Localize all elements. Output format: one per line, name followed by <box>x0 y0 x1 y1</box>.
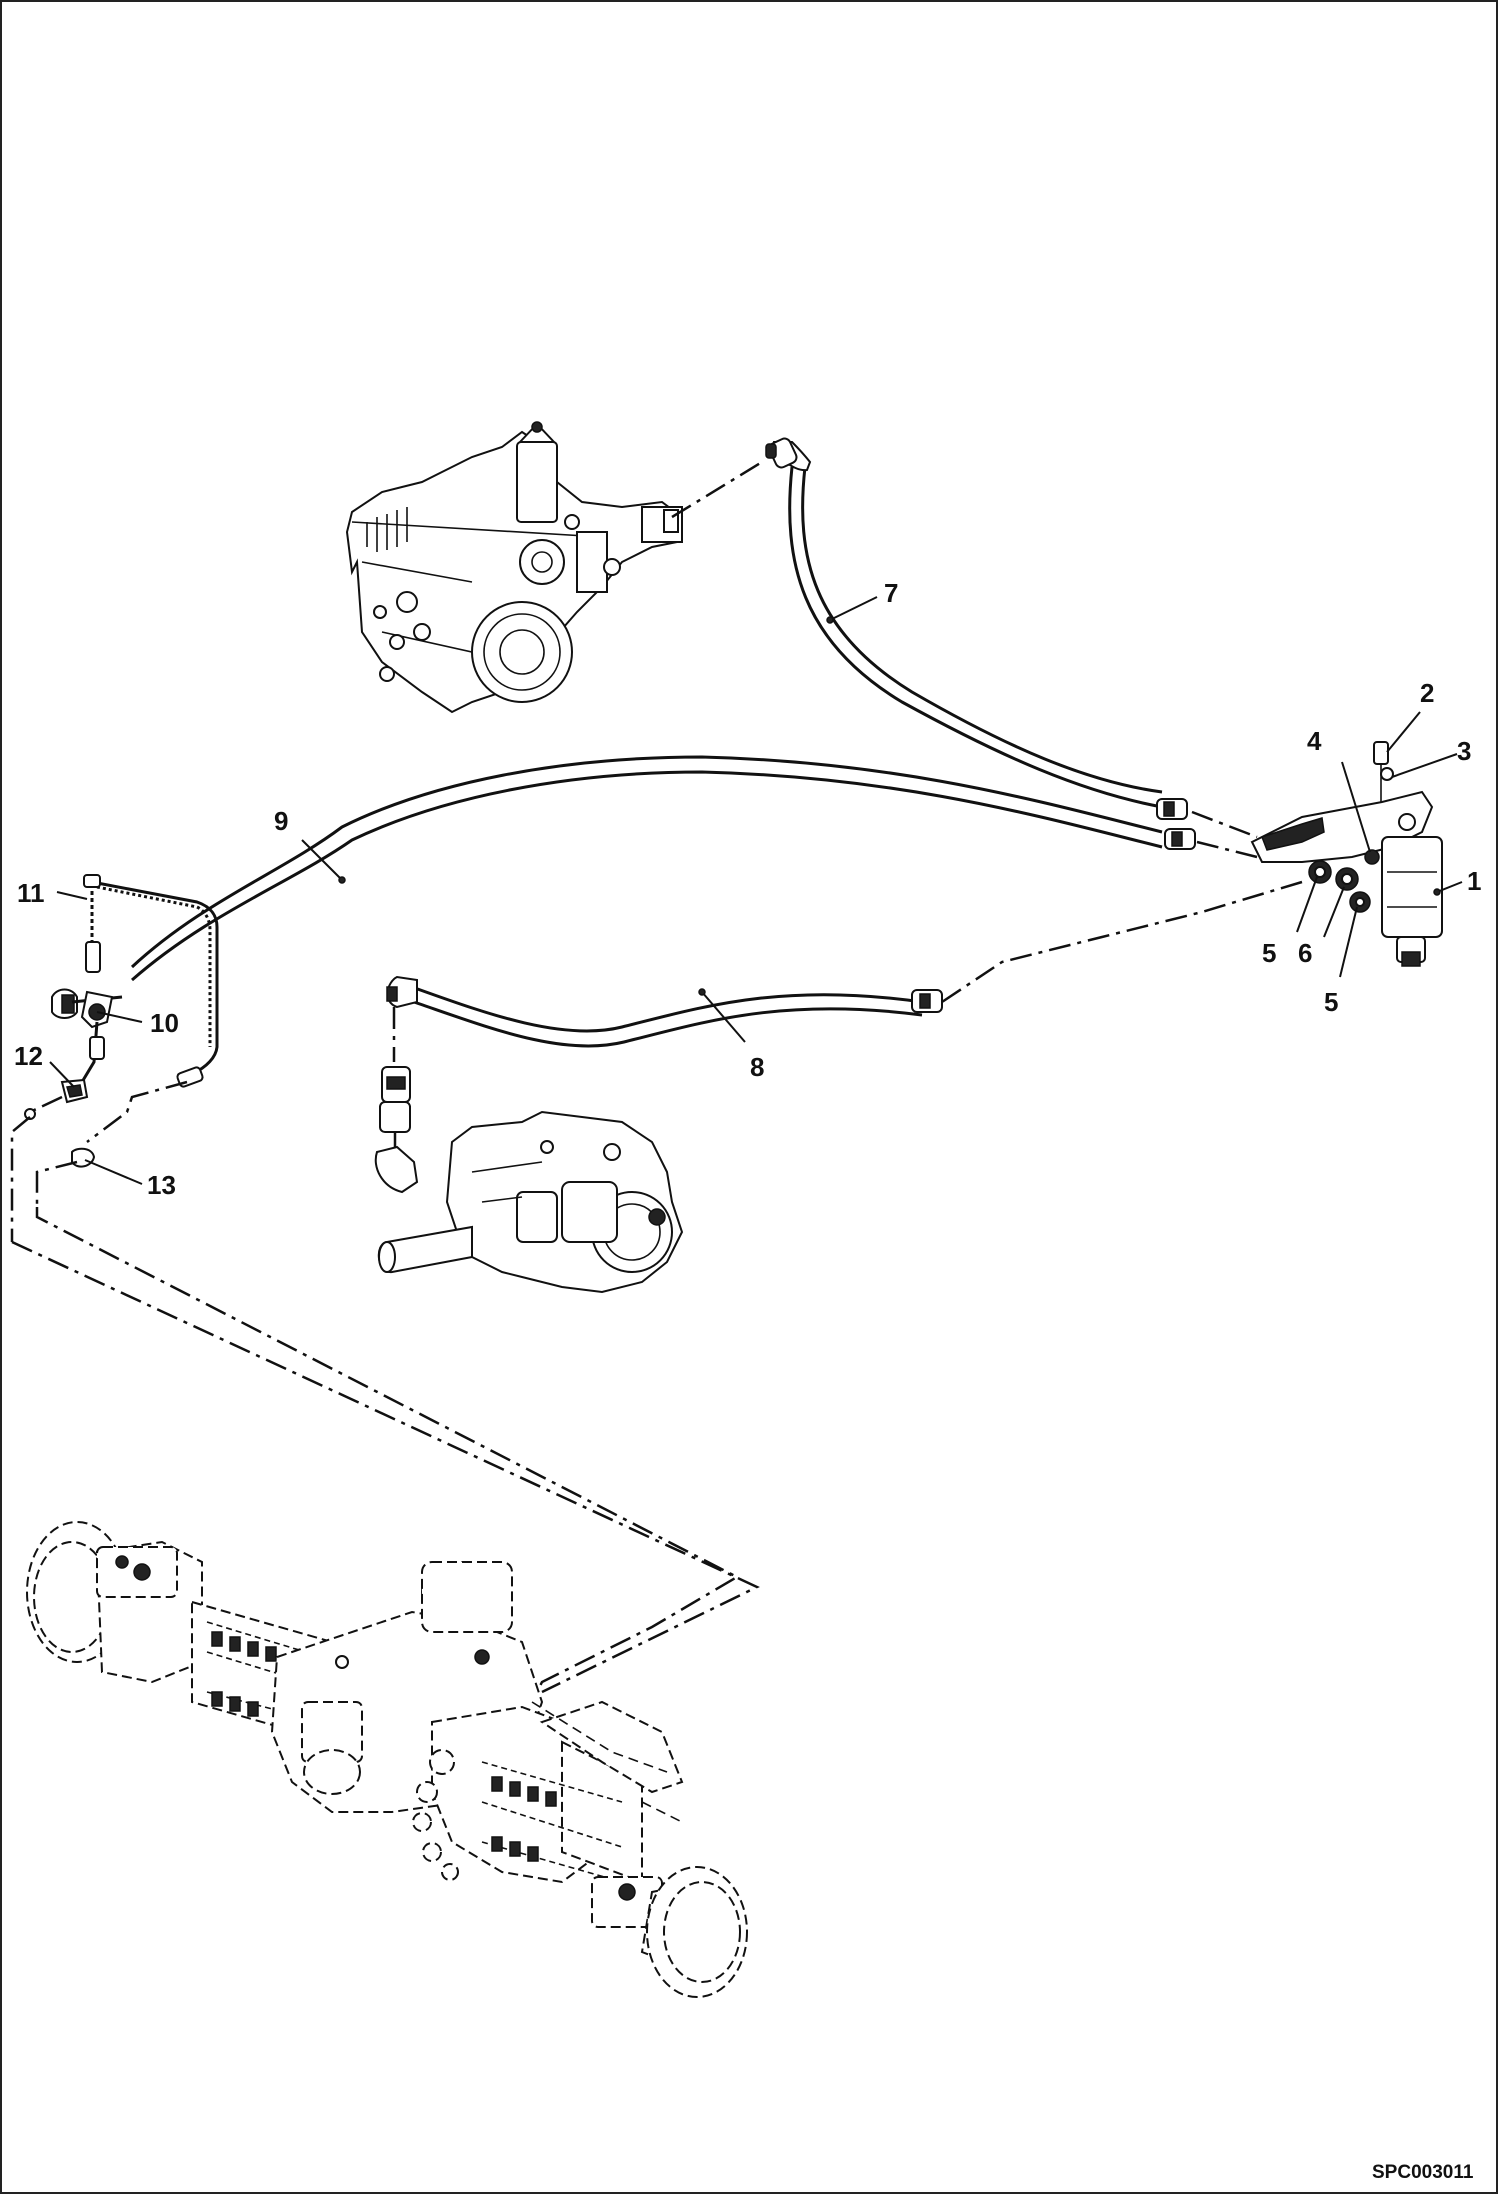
callout-13: 13 <box>147 1170 176 1200</box>
callout-labels: 1 2 3 4 5 6 5 7 8 9 10 11 12 13 <box>14 578 1481 1200</box>
left-brake-line <box>10 874 219 1242</box>
hose-8 <box>386 975 943 1048</box>
callout-9: 9 <box>274 806 288 836</box>
callout-6: 6 <box>1298 938 1312 968</box>
callout-2: 2 <box>1420 678 1434 708</box>
pump-assembly <box>374 1007 684 1294</box>
callout-10: 10 <box>150 1008 179 1038</box>
leader-lines <box>49 596 1463 1185</box>
axle-assembly <box>26 1521 748 1998</box>
callout-1: 1 <box>1467 866 1481 896</box>
callout-7: 7 <box>884 578 898 608</box>
callout-12: 12 <box>14 1041 43 1071</box>
callout-3: 3 <box>1457 736 1471 766</box>
hose-end-fittings <box>1156 798 1258 859</box>
callout-5b: 5 <box>1324 987 1338 1017</box>
hose-7 <box>130 437 1163 982</box>
reference-code: SPC003011 <box>1372 2162 1474 2183</box>
callout-8: 8 <box>750 1052 764 1082</box>
callout-5a: 5 <box>1262 938 1276 968</box>
fittings-5-6 <box>941 860 1371 1004</box>
brake-valve <box>1250 741 1443 967</box>
transmission-assembly <box>345 421 763 714</box>
callout-4: 4 <box>1307 726 1322 756</box>
callout-11: 11 <box>17 878 45 908</box>
